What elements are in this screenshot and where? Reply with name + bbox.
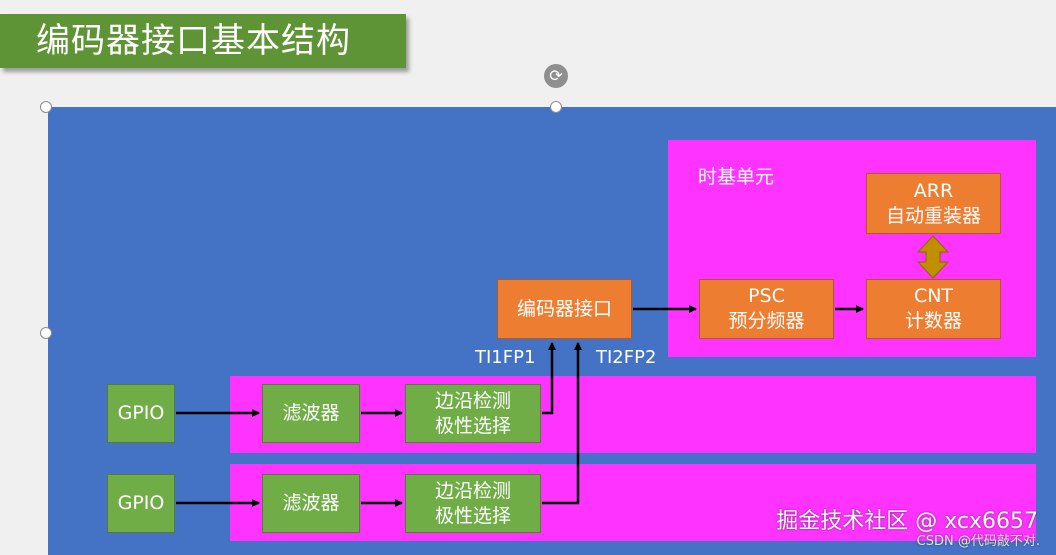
filter-block-1: 滤波器 bbox=[262, 384, 360, 443]
arr-block: ARR 自动重装器 bbox=[866, 173, 1001, 234]
filter-block-2: 滤波器 bbox=[262, 474, 360, 533]
input-channel-1-region bbox=[230, 376, 1036, 453]
edge-polarity-block-1: 边沿检测 极性选择 bbox=[405, 384, 541, 443]
gpio-block-1: GPIO bbox=[107, 384, 175, 443]
psc-block: PSC 预分频器 bbox=[699, 279, 834, 339]
gpio-block-2: GPIO bbox=[107, 474, 175, 533]
ti1fp1-label: TI1FP1 bbox=[475, 347, 536, 368]
ti2fp2-label: TI2FP2 bbox=[596, 347, 657, 368]
time-base-label: 时基单元 bbox=[698, 166, 775, 188]
arrow-ti1fp1-to-encoder bbox=[542, 342, 556, 415]
encoder-interface-block: 编码器接口 bbox=[497, 279, 632, 339]
resize-handle-top-left[interactable] bbox=[40, 101, 52, 113]
resize-handle-top-middle[interactable] bbox=[550, 101, 562, 113]
edge-polarity-block-2: 边沿检测 极性选择 bbox=[405, 474, 541, 533]
arr-cnt-double-arrow bbox=[916, 235, 950, 279]
rotate-handle-icon[interactable]: ⟳ bbox=[544, 64, 568, 88]
watermark-subtext: CSDN @代码敲不对. bbox=[916, 534, 1040, 549]
resize-handle-middle-left[interactable] bbox=[40, 327, 52, 339]
watermark-text: 掘金技术社区 @ xcx6657 bbox=[776, 509, 1038, 534]
arrow-ti2fp2-to-encoder bbox=[542, 342, 582, 505]
slide-title: 编码器接口基本结构 bbox=[0, 14, 406, 68]
cnt-block: CNT 计数器 bbox=[866, 279, 1001, 339]
